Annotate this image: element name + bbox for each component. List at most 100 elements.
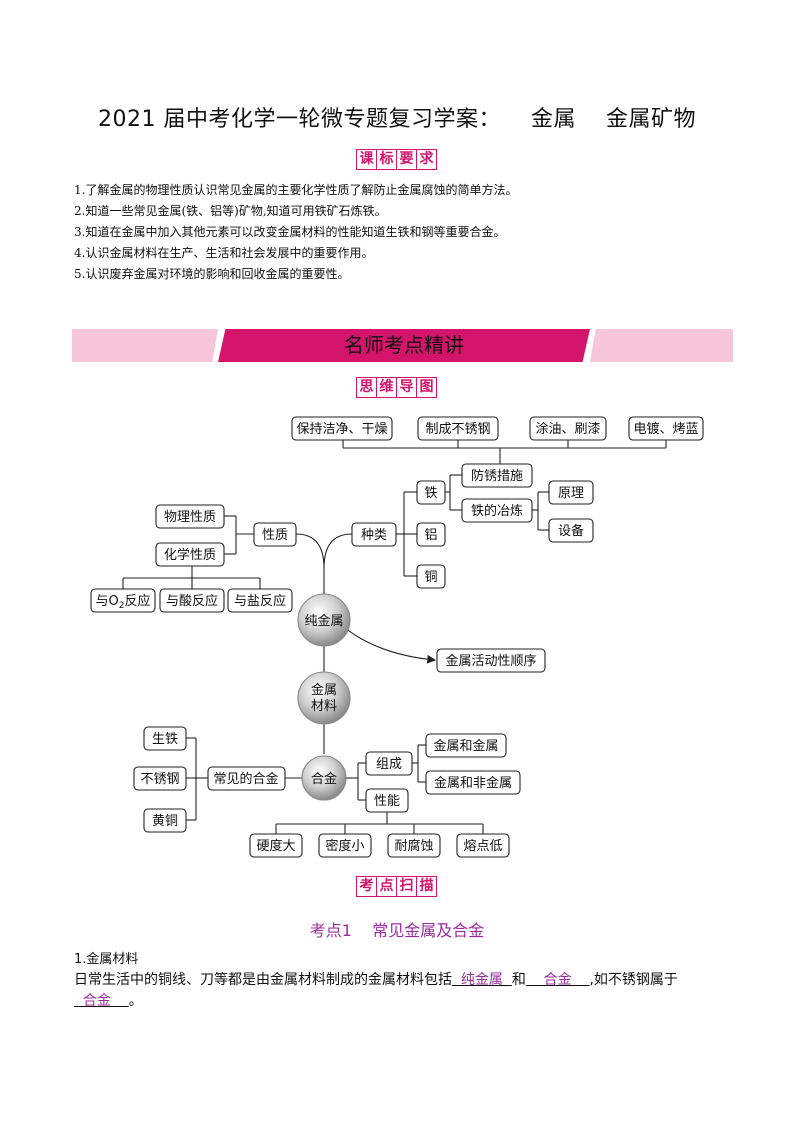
tag-char: 考	[356, 876, 377, 897]
paragraph-text: ,如不锈钢属于	[589, 972, 678, 988]
node-metal-and-metal: 金属和金属	[425, 733, 507, 758]
fill-in-paragraph: 日常生活中的铜线、刀等都是由金属材料制成的金属材料包括 纯金属 和 合金 ,如不…	[74, 970, 734, 1012]
node-pig-iron: 生铁	[143, 726, 187, 751]
node-physical-properties: 物理性质	[155, 504, 225, 529]
tag-char: 要	[396, 149, 417, 170]
svg-text:金属和金属: 金属和金属	[433, 738, 498, 754]
mind-map: 保持洁净、干燥 制成不锈钢 涂油、刷漆 电镀、烤蓝 防锈措施 铁的冶炼 原理	[90, 416, 704, 858]
node-iron: 铁	[416, 480, 446, 505]
node-types: 种类	[351, 522, 397, 547]
answer-blank: 合金	[74, 993, 129, 1009]
svg-text:密度小: 密度小	[325, 838, 364, 854]
tag-char: 导	[396, 377, 417, 398]
svg-text:硬度大: 硬度大	[256, 838, 295, 854]
node-copper: 铜	[416, 564, 446, 589]
svg-text:涂油、刷漆: 涂油、刷漆	[535, 421, 600, 437]
svg-text:化学性质: 化学性质	[164, 547, 216, 563]
node-stainless-steel: 不锈钢	[133, 766, 187, 791]
svg-text:物理性质: 物理性质	[164, 510, 216, 525]
svg-text:金属: 金属	[311, 682, 337, 698]
node-brass: 黄铜	[143, 808, 187, 833]
requirement-item: 1.了解金属的物理性质认识常见金属的主要化学性质了解防止金属腐蚀的简单方法。	[74, 183, 518, 197]
svg-text:材料: 材料	[311, 699, 337, 714]
banner-title: 名师考点精讲	[344, 333, 464, 357]
document-title: 2021 届中考化学一轮微专题复习学案： 金属 金属矿物	[98, 107, 696, 132]
svg-text:金属活动性顺序: 金属活动性顺序	[445, 653, 536, 669]
svg-text:金属和非金属: 金属和非金属	[434, 775, 512, 791]
tag-char: 图	[416, 377, 437, 398]
svg-text:常见的合金: 常见的合金	[213, 771, 278, 787]
node-properties: 性质	[253, 522, 297, 547]
svg-text:与O2反应: 与O2反应	[96, 593, 151, 611]
answer-blank: 合金	[525, 972, 590, 988]
node-alloy: 合金	[301, 755, 347, 801]
svg-text:保持洁净、干燥: 保持洁净、干燥	[296, 422, 387, 437]
tag-char: 扫	[396, 876, 417, 897]
svg-text:不锈钢: 不锈钢	[140, 772, 179, 787]
requirements-list: 1.了解金属的物理性质认识常见金属的主要化学性质了解防止金属腐蚀的简单方法。 2…	[74, 180, 754, 285]
svg-text:与酸反应: 与酸反应	[166, 593, 218, 609]
section-heading: 1.金属材料	[74, 952, 139, 967]
node-activity-order: 金属活动性顺序	[436, 648, 546, 673]
node-iron-smelting: 铁的冶炼	[461, 498, 533, 523]
svg-text:种类: 种类	[361, 528, 387, 543]
node-oil-paint: 涂油、刷漆	[529, 416, 607, 441]
node-metal-and-nonmetal: 金属和非金属	[425, 770, 521, 795]
node-rust-prevention: 防锈措施	[461, 463, 533, 488]
node-equipment: 设备	[548, 518, 594, 543]
svg-text:熔点低: 熔点低	[463, 839, 502, 854]
tag-char: 标	[376, 149, 397, 170]
node-corrosion-resistant: 耐腐蚀	[387, 833, 441, 858]
tag-char: 求	[416, 149, 437, 170]
requirement-item: 3.知道在金属中加入其他元素可以改变金属材料的性能知道生铁和钢等重要合金。	[74, 225, 506, 239]
svg-text:黄铜: 黄铜	[152, 814, 178, 829]
svg-text:原理: 原理	[558, 486, 584, 501]
svg-text:防锈措施: 防锈措施	[471, 468, 523, 484]
svg-text:性质: 性质	[262, 528, 288, 543]
node-pure-metal: 纯金属	[297, 593, 351, 647]
node-plating-bluing: 电镀、烤蓝	[628, 416, 704, 441]
node-principle: 原理	[548, 480, 594, 505]
requirement-item: 2.知道一些常见金属(铁、铝等)矿物,知道可用铁矿石炼铁。	[74, 204, 387, 218]
node-stainless-steel-method: 制成不锈钢	[417, 416, 499, 441]
node-low-density: 密度小	[318, 833, 372, 858]
svg-text:与盐反应: 与盐反应	[234, 593, 286, 609]
svg-text:铁的冶炼: 铁的冶炼	[471, 503, 523, 519]
svg-text:纯金属: 纯金属	[304, 613, 343, 629]
node-react-with-acid: 与酸反应	[159, 588, 225, 613]
node-metal-materials: 金属 材料	[297, 671, 351, 725]
svg-text:组成: 组成	[376, 757, 402, 772]
node-low-melting-point: 熔点低	[456, 833, 510, 858]
paragraph-text: 日常生活中的铜线、刀等都是由金属材料制成的金属材料包括	[74, 972, 452, 988]
svg-text:生铁: 生铁	[152, 732, 178, 747]
node-react-with-salt: 与盐反应	[227, 588, 293, 613]
answer-blank: 纯金属	[452, 972, 512, 988]
svg-text:合金: 合金	[311, 771, 337, 787]
keypoint-1-heading: 考点1 常见金属及合金	[309, 921, 485, 940]
node-high-hardness: 硬度大	[249, 833, 303, 858]
paragraph-text: 和	[511, 972, 526, 988]
tag-char: 课	[356, 149, 377, 170]
banner-right-stripe	[590, 329, 733, 362]
svg-text:耐腐蚀: 耐腐蚀	[394, 839, 433, 854]
node-react-with-o2: 与O2反应	[90, 588, 156, 613]
banner-center-stripe	[218, 329, 590, 362]
svg-text:制成不锈钢: 制成不锈钢	[425, 422, 490, 437]
banner-left-stripe	[72, 329, 218, 362]
node-composition: 组成	[365, 751, 413, 776]
svg-text:铜: 铜	[424, 570, 437, 585]
node-chemical-properties: 化学性质	[155, 542, 225, 567]
svg-text:铝: 铝	[424, 528, 437, 543]
node-aluminum: 铝	[416, 522, 446, 547]
requirement-item: 5.认识废弃金属对环境的影响和回收金属的重要性。	[74, 267, 350, 281]
tag-char: 点	[376, 876, 397, 897]
node-performance: 性能	[365, 788, 409, 813]
svg-text:性能: 性能	[374, 794, 400, 809]
svg-text:电镀、烤蓝: 电镀、烤蓝	[633, 421, 698, 437]
tag-requirements: 课 标 要 求	[356, 149, 437, 170]
svg-text:设备: 设备	[558, 523, 584, 539]
tag-mindmap: 思 维 导 图	[356, 377, 437, 398]
requirement-item: 4.认识金属材料在生产、生活和社会发展中的重要作用。	[74, 246, 374, 260]
tag-scan: 考 点 扫 描	[356, 876, 437, 897]
tag-char: 描	[416, 876, 437, 897]
